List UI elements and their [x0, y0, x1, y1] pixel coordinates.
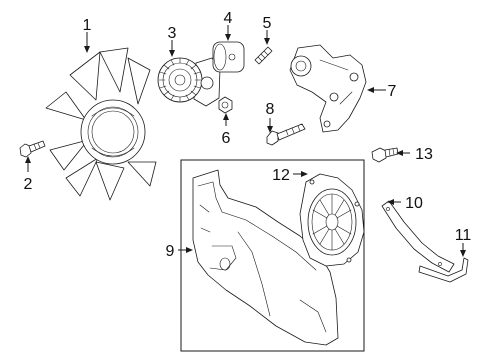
callout-12: 12: [272, 167, 290, 184]
callout-7: 7: [388, 83, 397, 100]
callout-3: 3: [168, 25, 177, 42]
fan-clutch-part: [157, 57, 221, 107]
callout-2: 2: [24, 176, 33, 193]
callout-9: 9: [166, 243, 175, 260]
callout-8: 8: [266, 101, 275, 118]
fan-blade-part: [45, 47, 157, 201]
stud-bolt-part: [254, 46, 273, 65]
spacer-part: [212, 41, 245, 73]
fan-shroud-part: [192, 169, 339, 346]
callout-6: 6: [222, 130, 231, 147]
fan-bracket-part: [289, 44, 367, 133]
callout-13: 13: [415, 146, 433, 163]
callout-5: 5: [263, 15, 272, 32]
callout-1: 1: [83, 17, 92, 34]
nut-part: [218, 96, 233, 114]
callout-4: 4: [224, 10, 233, 27]
callout-10: 10: [405, 195, 423, 212]
bolt-left-part: [19, 140, 46, 158]
leader-lines: [25, 25, 466, 257]
bolt-right-part: [371, 147, 399, 163]
callout-11: 11: [455, 227, 472, 244]
shroud-seal-part: [418, 257, 469, 283]
assembly-group-box: [180, 159, 365, 352]
shroud-panel-part: [381, 200, 455, 273]
bolt-long-part: [266, 123, 306, 146]
fan-guard-part: [299, 173, 365, 267]
